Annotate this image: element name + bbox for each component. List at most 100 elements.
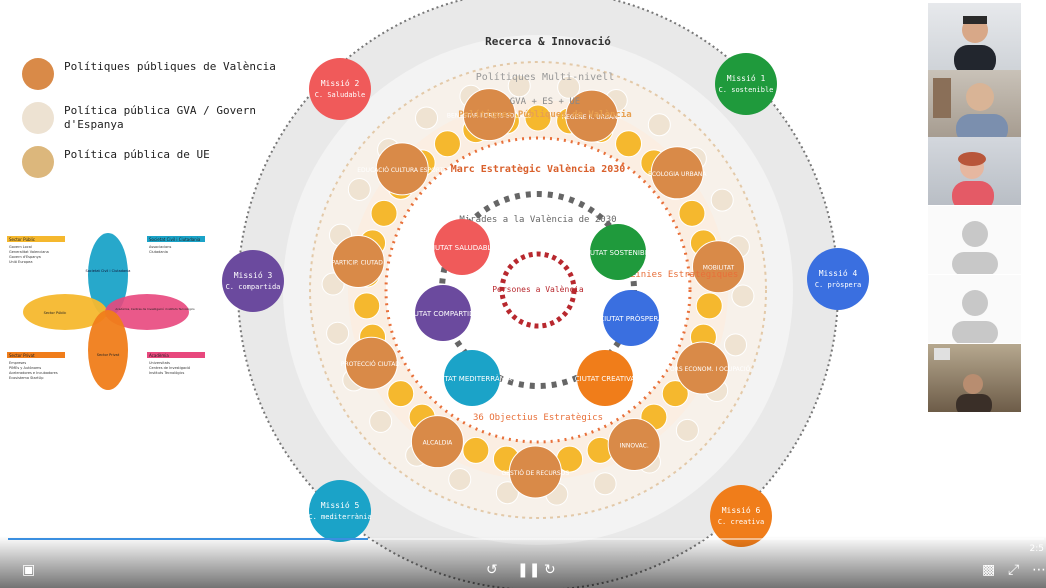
policy-label: INNOVAC. — [620, 443, 649, 450]
city-label: CIUTAT SOSTENIBLE — [583, 249, 653, 257]
sub-policy-bubble — [710, 188, 734, 212]
legend-item: Política pública GVA / Govern d'Espanya — [22, 102, 282, 134]
petal-bottom-label: Sector Privat — [97, 353, 120, 357]
participant-tile[interactable] — [928, 70, 1021, 138]
objectius-title: 36 Objectius Estratègics — [473, 412, 603, 423]
policy-bubble — [410, 415, 464, 469]
mission-label: Missió 6 — [722, 505, 761, 515]
legend-swatch — [22, 58, 54, 90]
city-sostenible: CIUTAT SOSTENIBLE — [583, 224, 653, 280]
policy-bubble — [508, 445, 562, 499]
petal-bottom — [88, 310, 128, 390]
sub-policy-bubble — [615, 130, 643, 158]
participant-tile[interactable] — [928, 344, 1021, 412]
policy-label: MOBILITAT — [703, 265, 735, 272]
quad-item: Govern Local — [9, 245, 32, 249]
mission-sub: C. compartida — [226, 283, 281, 291]
rewind-10-icon[interactable]: ↺ — [486, 562, 498, 578]
city-compartida: CIUTAT COMPARTIDA — [407, 285, 480, 341]
quadruple-helix-diagram: Sector Públic Govern Local Generalitat V… — [7, 233, 205, 390]
mission-label: Missió 3 — [234, 270, 273, 280]
policy-bubble — [607, 418, 661, 472]
captions-icon[interactable]: ▣ — [22, 562, 36, 578]
mission-1: Missió 1C. sostenible — [715, 53, 777, 115]
participant-tile[interactable] — [928, 3, 1021, 71]
policy-label: PARTICIP. CIUTAD. — [332, 260, 385, 267]
more-icon[interactable]: ⋯ — [1032, 562, 1046, 578]
legend: Polítiques públiques de València Polític… — [22, 58, 282, 190]
mission-5: Missió 5C. mediterrània — [308, 480, 372, 542]
mission-4: Missió 4 C. pròspera — [807, 248, 869, 310]
policy-bubble — [375, 142, 429, 196]
participant-tile[interactable] — [928, 275, 1021, 343]
sub-policy-bubble — [326, 321, 350, 345]
city-label: CIUTAT SALUDABLE — [428, 244, 496, 252]
center-ring — [499, 251, 577, 329]
policy-bubble — [462, 88, 516, 142]
legend-swatch — [22, 102, 54, 134]
sub-policy-bubble — [593, 472, 617, 496]
mission-3: Missió 3 C. compartida — [222, 250, 284, 312]
linies-title: 12 Línies Estratègiques — [614, 269, 739, 280]
sub-policy-bubble — [347, 177, 371, 201]
participant-tile[interactable] — [928, 137, 1021, 205]
policy-label: REGENE R. URBANA — [562, 114, 623, 121]
mission-sub: C. pròspera — [815, 281, 861, 289]
sub-policy-bubble — [524, 104, 552, 132]
mission-6: Missió 6 C. creativa — [710, 485, 772, 547]
policy-bubble — [565, 89, 619, 143]
policy-label: PROTECCIÓ CIUTAD. — [341, 361, 402, 368]
pause-icon[interactable]: ❚❚ — [517, 562, 541, 578]
sub-policy-bubble — [724, 333, 748, 357]
fullscreen-icon[interactable]: ⤢ — [1008, 562, 1020, 578]
city-saludable: CIUTAT SALUDABLE — [428, 219, 496, 275]
sub-policy-bubble — [369, 409, 393, 433]
quad-tr-title: Societat Civil i Ciutadania — [149, 237, 201, 242]
petal-left — [23, 294, 107, 330]
policy-label: GESTIÓ DE RECURSOS — [502, 470, 570, 477]
quad-item: PIMEs y Autònoms — [9, 366, 41, 370]
petal-right — [105, 294, 189, 330]
sub-policy-bubble — [675, 418, 699, 442]
mirades-title: Mirades a la València de 2030 — [459, 214, 616, 225]
petal-right-label: Acadèmia, Centres de Investigació i Inst… — [115, 307, 195, 311]
quad-item: Universitats — [149, 361, 170, 365]
policy-bubble — [675, 341, 729, 395]
petal-top — [88, 233, 128, 317]
sub-policy-bubble — [507, 74, 531, 98]
public-policies-title: Polítiques Públiques de València — [458, 109, 631, 120]
legend-label: Política pública GVA / Govern d'Espanya — [64, 104, 257, 131]
mission-label: Missió 1 — [727, 73, 766, 83]
quad-item: Centres de Investigació — [149, 366, 190, 370]
city-mediterrania: CIUTAT MEDITERRÀNIA — [432, 350, 512, 406]
sub-policy-bubble — [678, 199, 706, 227]
center-title: Persones a València — [492, 284, 584, 294]
city-creativa: CIUTAT CREATIVA — [575, 350, 635, 406]
city-label: CIUTAT MEDITERRÀNIA — [432, 374, 512, 383]
multilevel-sub: GVA + ES + UE — [510, 97, 580, 107]
marc-title: Marc Estratègic València 2030 — [451, 163, 626, 175]
pip-icon[interactable]: ▩ — [982, 562, 996, 578]
quad-item: Ecosistema StartUp — [9, 376, 44, 380]
participant-tile[interactable] — [928, 206, 1021, 274]
forward-30-icon[interactable]: ↻ — [544, 562, 556, 578]
quad-item: Associacions — [149, 245, 171, 249]
mission-sub: C. Saludable — [315, 91, 366, 99]
legend-label: Política pública de UE — [64, 148, 210, 161]
petal-top-label: Societat Civil i Ciutadania — [86, 269, 131, 273]
policy-bubble — [692, 240, 746, 294]
policy-label: SECTORS ECONOM. I OCUPACIÓ — [655, 366, 751, 373]
mission-label: Missió 4 — [819, 268, 858, 278]
sub-policy-bubble — [370, 199, 398, 227]
quad-br-title: Acadèmia — [149, 353, 169, 358]
sub-policy-bubble — [433, 130, 461, 158]
policy-bubble — [331, 235, 385, 289]
mission-sub: C. creativa — [718, 518, 764, 526]
progress-bar[interactable] — [8, 538, 1044, 540]
mission-2: Missió 2C. Saludable — [309, 58, 371, 120]
city-label: CIUTAT COMPARTIDA — [407, 310, 480, 318]
research-title: Recerca & Innovació — [485, 35, 611, 48]
